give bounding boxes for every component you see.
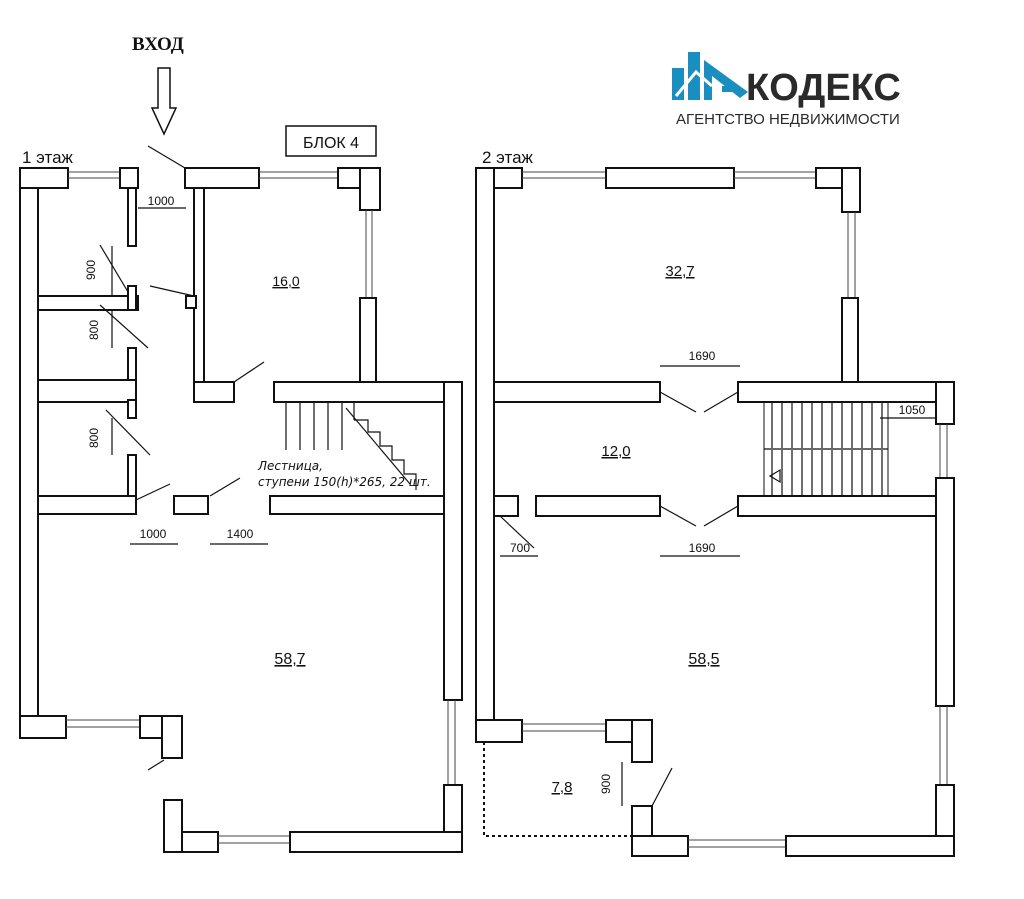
floor1-title: 1 этаж <box>22 148 74 167</box>
floor2-plan <box>475 167 955 857</box>
entrance-label: ВХОД <box>132 34 184 55</box>
floor2-staircase <box>763 401 889 497</box>
floor2-dimension: 700 <box>510 541 530 555</box>
floor1-plan <box>19 145 463 853</box>
floor2-dimension: 1690 <box>689 541 716 555</box>
floor1-staircase <box>285 401 417 490</box>
floor2-title: 2 этаж <box>482 148 534 167</box>
floor1-dimension: 1400 <box>227 527 254 541</box>
block-label: БЛОК 4 <box>303 135 359 152</box>
floor2-room-area: 12,0 <box>601 443 630 460</box>
floor1-room-area: 16,0 <box>272 273 299 289</box>
floor2-room-area: 7,8 <box>552 779 573 796</box>
logo-name: КОДЕКС <box>746 67 901 109</box>
floor2-dimension: 1050 <box>899 403 926 417</box>
block-label-frame <box>285 125 377 157</box>
logo-house-icon <box>672 52 748 100</box>
floor2-room-area: 32,7 <box>665 263 694 280</box>
floor1-room-area: 58,7 <box>274 651 305 668</box>
floor2-room-area: 58,5 <box>688 651 719 668</box>
floor2-dimension: 900 <box>599 774 613 794</box>
logo: КОДЕКС АГЕНТСТВО НЕДВИЖИМОСТИ <box>672 52 901 128</box>
floor1-stair-note: ступени 150(h)*265, 22 шт. <box>258 475 431 489</box>
floor1-dimension: 1000 <box>140 527 167 541</box>
entrance-arrow-icon <box>150 67 178 136</box>
floor2-dimension: 1690 <box>689 349 716 363</box>
floor1-dimension: 900 <box>84 260 98 280</box>
floor1-dimension: 1000 <box>148 194 175 208</box>
floor1-dimension: 800 <box>87 320 101 340</box>
floor1-stair-note: Лестница, <box>257 459 323 473</box>
floor1-dimension: 800 <box>87 428 101 448</box>
logo-tagline: АГЕНТСТВО НЕДВИЖИМОСТИ <box>676 111 900 128</box>
